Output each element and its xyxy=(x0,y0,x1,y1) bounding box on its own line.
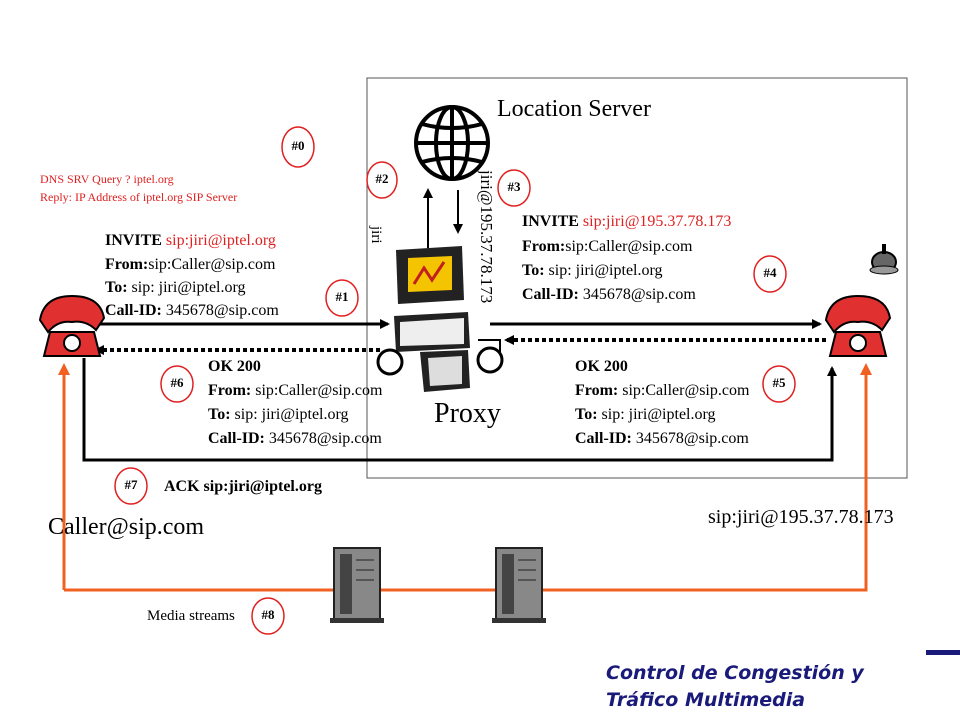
invite1-callid: Call-ID: 345678@sip.com xyxy=(105,302,279,320)
ok-left-callid-key: Call-ID: xyxy=(208,430,265,447)
location-server-label: Location Server xyxy=(497,96,651,122)
ok-right-from-val: sip:Caller@sip.com xyxy=(622,382,750,399)
ack-arrow xyxy=(82,358,837,462)
media-streams-label: Media streams xyxy=(147,608,235,624)
ok-left-callid: Call-ID: 345678@sip.com xyxy=(208,430,382,448)
invite1-to: To: sip: jiri@iptel.org xyxy=(105,279,246,297)
media-server-icon xyxy=(330,547,384,623)
invite2-uri: sip:jiri@195.37.78.173 xyxy=(582,213,732,230)
ok-right-to-key: To: xyxy=(575,406,598,423)
ok-right-status-text: OK 200 xyxy=(575,358,628,375)
invite1-callid-val: 345678@sip.com xyxy=(165,302,279,319)
caller-label: Caller@sip.com xyxy=(48,514,205,540)
footer-line-1: Control de Congestión y xyxy=(606,662,864,684)
step-label-4: #4 xyxy=(763,265,777,280)
media-stream-line-right xyxy=(64,363,872,592)
invite2-callid-val: 345678@sip.com xyxy=(582,286,696,303)
step-label-0: #0 xyxy=(291,138,305,153)
ok-left-to-key: To: xyxy=(208,406,231,423)
step-label-3: #3 xyxy=(507,179,521,194)
invite2-to: To: sip: jiri@iptel.org xyxy=(522,262,663,280)
step-label-8: #8 xyxy=(261,607,275,622)
proxy-label: Proxy xyxy=(434,398,501,429)
step-label-6: #6 xyxy=(170,375,184,390)
invite1-to-key: To: xyxy=(105,279,128,296)
ack-text: ACK sip:jiri@iptel.org xyxy=(164,478,322,495)
invite1-from: From:sip:Caller@sip.com xyxy=(105,256,275,274)
step-circle-8 xyxy=(251,597,285,635)
step-circle-2 xyxy=(366,161,398,199)
invite2-from-key: From: xyxy=(522,238,566,255)
invite1-to-val: sip: jiri@iptel.org xyxy=(131,279,246,296)
invite1-from-val: sip:Caller@sip.com xyxy=(148,256,276,273)
step-label-7: #7 xyxy=(124,477,138,492)
ok-left-callid-val: 345678@sip.com xyxy=(268,430,382,447)
contact-vertical-label: jiri@195.37.78.173 xyxy=(477,170,496,304)
callee-label: sip:jiri@195.37.78.173 xyxy=(708,506,894,528)
ok-right-callid: Call-ID: 345678@sip.com xyxy=(575,430,749,448)
invite2-to-val: sip: jiri@iptel.org xyxy=(548,262,663,279)
invite2-from: From:sip:Caller@sip.com xyxy=(522,238,692,256)
footer-accent-bar xyxy=(926,650,960,655)
ok-right-to-val: sip: jiri@iptel.org xyxy=(601,406,716,423)
invite1-line: INVITE sip:jiri@iptel.org xyxy=(105,232,276,250)
ok-left-to-val: sip: jiri@iptel.org xyxy=(234,406,349,423)
invite1-callid-key: Call-ID: xyxy=(105,302,162,319)
ok-left-status: OK 200 xyxy=(208,358,261,376)
location-server-box xyxy=(366,77,908,479)
bell-icon xyxy=(869,244,899,275)
proxy-computer-icon xyxy=(376,246,504,392)
step-circle-0 xyxy=(281,126,315,168)
caller-phone-icon xyxy=(38,294,106,357)
step-circle-1 xyxy=(325,279,359,317)
invite2-callid: Call-ID: 345678@sip.com xyxy=(522,286,696,304)
ok-right-callid-val: 345678@sip.com xyxy=(635,430,749,447)
ok-right-callid-key: Call-ID: xyxy=(575,430,632,447)
ok-left-to: To: sip: jiri@iptel.org xyxy=(208,406,349,424)
step-circle-3 xyxy=(497,169,531,207)
ok-left-from-key: From: xyxy=(208,382,252,399)
dns-query: DNS SRV Query ? iptel.org xyxy=(40,172,174,186)
invite2-line: INVITE sip:jiri@195.37.78.173 xyxy=(522,213,731,231)
jiri-vertical-label: jiri xyxy=(368,226,384,244)
ok-left-from-val: sip:Caller@sip.com xyxy=(255,382,383,399)
ok-right-to: To: sip: jiri@iptel.org xyxy=(575,406,716,424)
step-label-5: #5 xyxy=(772,375,786,390)
invite1-keyword: INVITE xyxy=(105,232,162,249)
ok-left-status-text: OK 200 xyxy=(208,358,261,375)
step-circle-6 xyxy=(160,365,194,403)
dns-reply: Reply: IP Address of iptel.org SIP Serve… xyxy=(40,190,238,204)
media-server-icon xyxy=(492,547,546,623)
globe-icon xyxy=(414,105,490,181)
invite2-from-val: sip:Caller@sip.com xyxy=(565,238,693,255)
invite2-keyword: INVITE xyxy=(522,213,579,230)
invite1-uri: sip:jiri@iptel.org xyxy=(165,232,276,249)
invite1-from-key: From: xyxy=(105,256,149,273)
step-circle-7 xyxy=(114,467,148,505)
step-label-1: #1 xyxy=(335,289,349,304)
ok-right-from-key: From: xyxy=(575,382,619,399)
ok-left-from: From: sip:Caller@sip.com xyxy=(208,382,382,400)
step-circle-4 xyxy=(753,255,787,293)
step-circle-5 xyxy=(762,365,796,403)
ack-label: ACK sip:jiri@iptel.org xyxy=(164,478,322,496)
invite2-callid-key: Call-ID: xyxy=(522,286,579,303)
step-label-2: #2 xyxy=(375,171,389,186)
callee-phone-icon xyxy=(824,294,892,357)
ok-right-from: From: sip:Caller@sip.com xyxy=(575,382,749,400)
ok-right-status: OK 200 xyxy=(575,358,628,376)
footer-title: Control de Congestión y Tráfico Multimed… xyxy=(606,660,864,714)
footer-line-2: Tráfico Multimedia xyxy=(606,689,806,711)
invite2-to-key: To: xyxy=(522,262,545,279)
